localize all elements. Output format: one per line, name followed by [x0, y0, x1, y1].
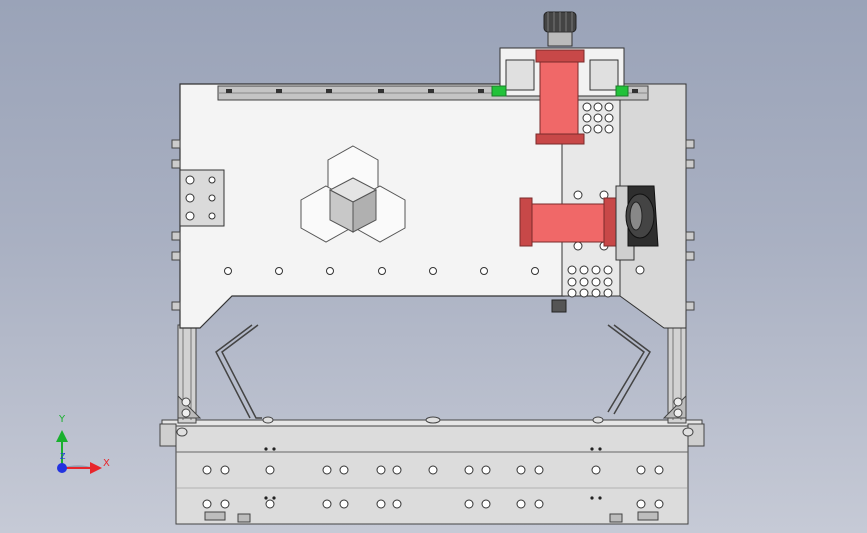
- support-posts: [177, 324, 687, 424]
- spindle-motor: [519, 185, 659, 261]
- triad-y-label: Y: [59, 414, 66, 425]
- hexagon-cube-logo-icon: [300, 145, 406, 243]
- coordinate-triad: [56, 430, 102, 474]
- cable-guides: [215, 324, 651, 419]
- top-motor-assembly: [491, 11, 629, 145]
- triad-x-label: X: [103, 458, 110, 469]
- base-frame: [159, 416, 705, 525]
- triad-z-label: Z: [60, 452, 66, 461]
